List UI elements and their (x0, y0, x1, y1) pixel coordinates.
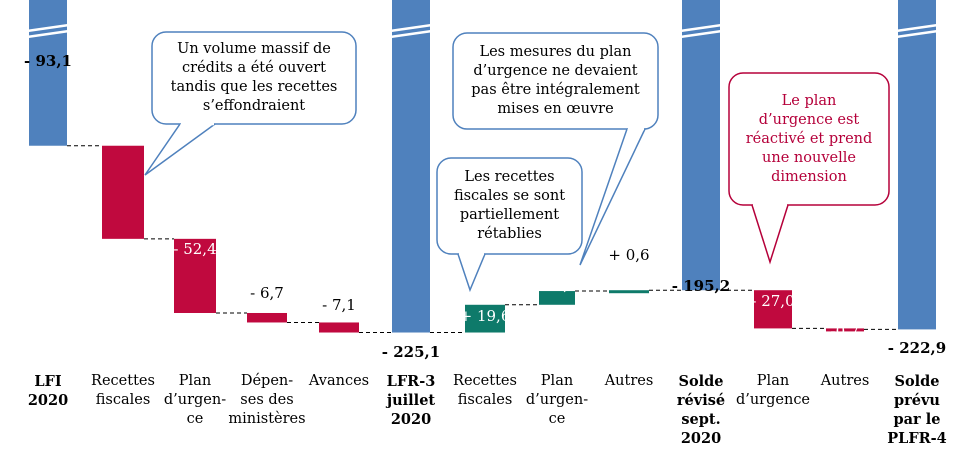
category-label-11: Plan d’urgence (735, 373, 811, 408)
callout-box-1 (151, 31, 357, 125)
value-label-2: - 65,8 (101, 110, 144, 128)
callout-text-3: Les recettes fiscales se sont partiellem… (453, 169, 566, 242)
value-label-5: - 7,1 (322, 296, 356, 314)
value-label-3: - 52,4 (173, 240, 216, 258)
bar-8 (539, 291, 575, 305)
bar-10 (682, 0, 720, 291)
category-label-6: LFR-3 juillet 2020 (386, 373, 436, 428)
callout-tail-1 (144, 123, 216, 176)
value-label-13: - 222,9 (888, 339, 946, 357)
category-label-12: Autres (820, 373, 870, 389)
value-label-8: + 9,7 (536, 276, 577, 294)
category-label-13: Solde prévu par le PLFR-4 (887, 373, 947, 447)
value-label-4: - 6,7 (250, 284, 284, 302)
axis-break-10 (679, 23, 723, 39)
callout-text-2: Les mesures du plan d’urgence ne devaien… (471, 44, 640, 117)
bar-11 (754, 290, 792, 329)
callout-box-4 (728, 72, 890, 206)
callout-shapes (144, 31, 890, 293)
bar-7 (465, 304, 505, 333)
bar-1 (29, 0, 67, 146)
bar-2 (102, 145, 144, 239)
bar-4 (247, 312, 287, 323)
category-label-5: Avances (308, 373, 370, 389)
bar-6 (392, 0, 430, 333)
value-label-10: - 195,2 (672, 277, 730, 295)
bar-12 (826, 328, 864, 332)
value-label-7: + 19,6 (460, 307, 511, 325)
value-label-6: - 225,1 (382, 343, 440, 361)
bar-3 (174, 238, 216, 313)
category-label-8: Plan d’urgen- ce (525, 373, 589, 427)
value-label-12: -0,7 (831, 322, 860, 340)
value-label-9: + 0,6 (608, 246, 649, 264)
bars-group (29, 0, 936, 333)
value-label-11: - 27,0 (751, 292, 794, 310)
category-label-10: Solde révisé sept. 2020 (676, 373, 726, 447)
callout-box-3 (436, 157, 583, 255)
axis-break-6 (389, 23, 433, 39)
category-label-2: Recettes fiscales (91, 373, 155, 408)
category-label-4: Dépen- ses des ministères (228, 373, 306, 427)
axis-break-marks (26, 23, 939, 39)
callout-text-1: Un volume massif de crédits a été ouvert… (170, 41, 338, 114)
axis-break-13 (895, 23, 939, 39)
callout-tail-4 (751, 204, 789, 265)
connector-lines (67, 145, 898, 334)
callout-box-2 (452, 32, 659, 130)
callout-text-4: Le plan d’urgence est réactivé et prend … (745, 92, 873, 185)
category-label-3: Plan d’urgen- ce (163, 373, 227, 427)
callout-tail-3 (457, 253, 486, 293)
bar-13 (898, 0, 936, 330)
callout-tail-2 (579, 128, 646, 266)
value-labels-group: - 93,1 - 65,8 - 52,4 - 6,7 - 7,1 - 225,1 + 19,… (24, 52, 946, 361)
category-label-1: LFI 2020 (27, 373, 69, 409)
bar-9 (609, 290, 649, 294)
category-label-9: Autres (604, 373, 654, 389)
category-label-7: Recettes fiscales (453, 373, 517, 408)
bar-5 (319, 322, 359, 333)
value-label-1: - 93,1 (24, 52, 72, 70)
axis-break-1 (26, 23, 70, 39)
